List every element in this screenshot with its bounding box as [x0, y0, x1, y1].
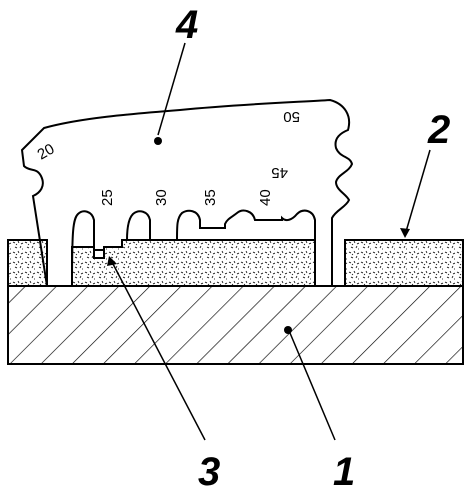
- callout-notch: 3: [198, 450, 220, 494]
- gauge-label-40: 40: [257, 189, 274, 206]
- leader-lines: [107, 42, 431, 441]
- gauge-label-35: 35: [202, 189, 219, 206]
- callout-substrate: 1: [333, 450, 355, 494]
- callout-coating: 2: [427, 108, 450, 152]
- callout-gauge: 4: [175, 3, 198, 47]
- gauge-label-45: 45: [271, 164, 288, 181]
- gauge-label-50: 50: [283, 108, 300, 125]
- substrate-layer: [7, 285, 464, 365]
- gauge-label-25: 25: [99, 189, 116, 206]
- gauge-label-20: 20: [35, 140, 58, 163]
- coating-layer: [7, 239, 464, 287]
- gauge-label-30: 30: [153, 189, 170, 206]
- gauge-outline: [20, 98, 354, 287]
